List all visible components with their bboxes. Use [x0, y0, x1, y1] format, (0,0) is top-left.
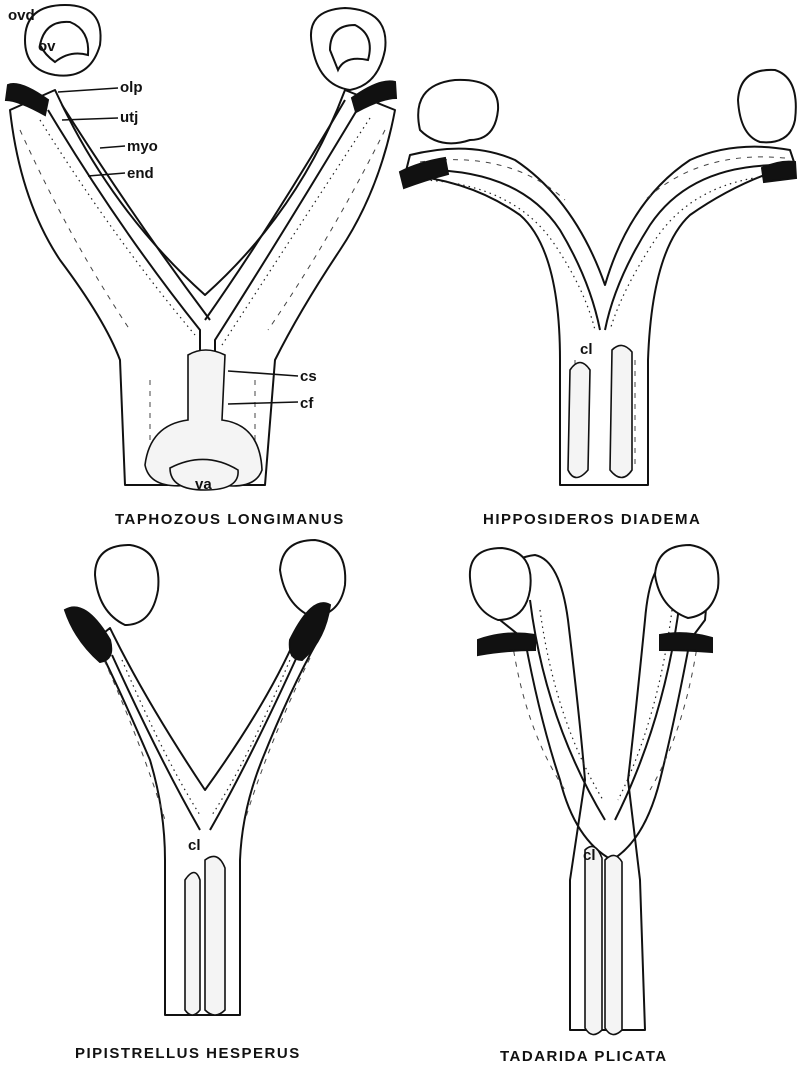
cervix-pipistrellus [185, 873, 200, 1016]
cervix-hipposideros [568, 363, 590, 478]
label-va: va [195, 476, 212, 493]
caption-hipposideros-diadema: HIPPOSIDEROS DIADEMA [483, 511, 701, 528]
label-olp: olp [120, 79, 143, 96]
label-ovd: ovd [8, 7, 35, 24]
caption-tadarida-plicata: TADARIDA PLICATA [500, 1048, 668, 1065]
panel-taphozous: ovd ov olp utj myo end cs cf va [6, 5, 396, 493]
label-cl-hipposideros: cl [580, 341, 593, 358]
label-utj: utj [120, 109, 138, 126]
label-end: end [127, 165, 154, 182]
uterus-outline-hipposideros [405, 147, 795, 485]
label-myo: myo [127, 138, 158, 155]
ovary-left-pipistrellus [95, 545, 158, 625]
ovary-right-taphozous [311, 8, 386, 90]
junction-right-tadarida [660, 633, 712, 652]
panel-hipposideros: cl [400, 70, 796, 485]
junction-left-pipistrellus [65, 607, 111, 662]
ovary-left-hipposideros [418, 80, 498, 143]
panel-pipistrellus: cl [65, 540, 345, 1015]
ovary-right-pipistrellus [280, 540, 345, 617]
cervix-tadarida [585, 846, 602, 1034]
caption-taphozous-longimanus: TAPHOZOUS LONGIMANUS [115, 511, 345, 528]
label-ov: ov [38, 38, 56, 55]
ovary-left-taphozous [25, 5, 101, 76]
panel-tadarida: cl [470, 545, 719, 1035]
label-cs: cs [300, 368, 317, 385]
leader-myo [100, 146, 125, 148]
ovary-left-tadarida [470, 548, 531, 620]
ovary-right-hipposideros [738, 70, 796, 142]
junction-right-pipistrellus [290, 603, 330, 660]
label-cl-tadarida: cl [583, 847, 596, 864]
leader-olp [58, 88, 118, 92]
label-cl-pipistrellus: cl [188, 837, 201, 854]
caption-pipistrellus-hesperus: PIPISTRELLUS HESPERUS [75, 1045, 301, 1062]
label-cf: cf [300, 395, 314, 412]
